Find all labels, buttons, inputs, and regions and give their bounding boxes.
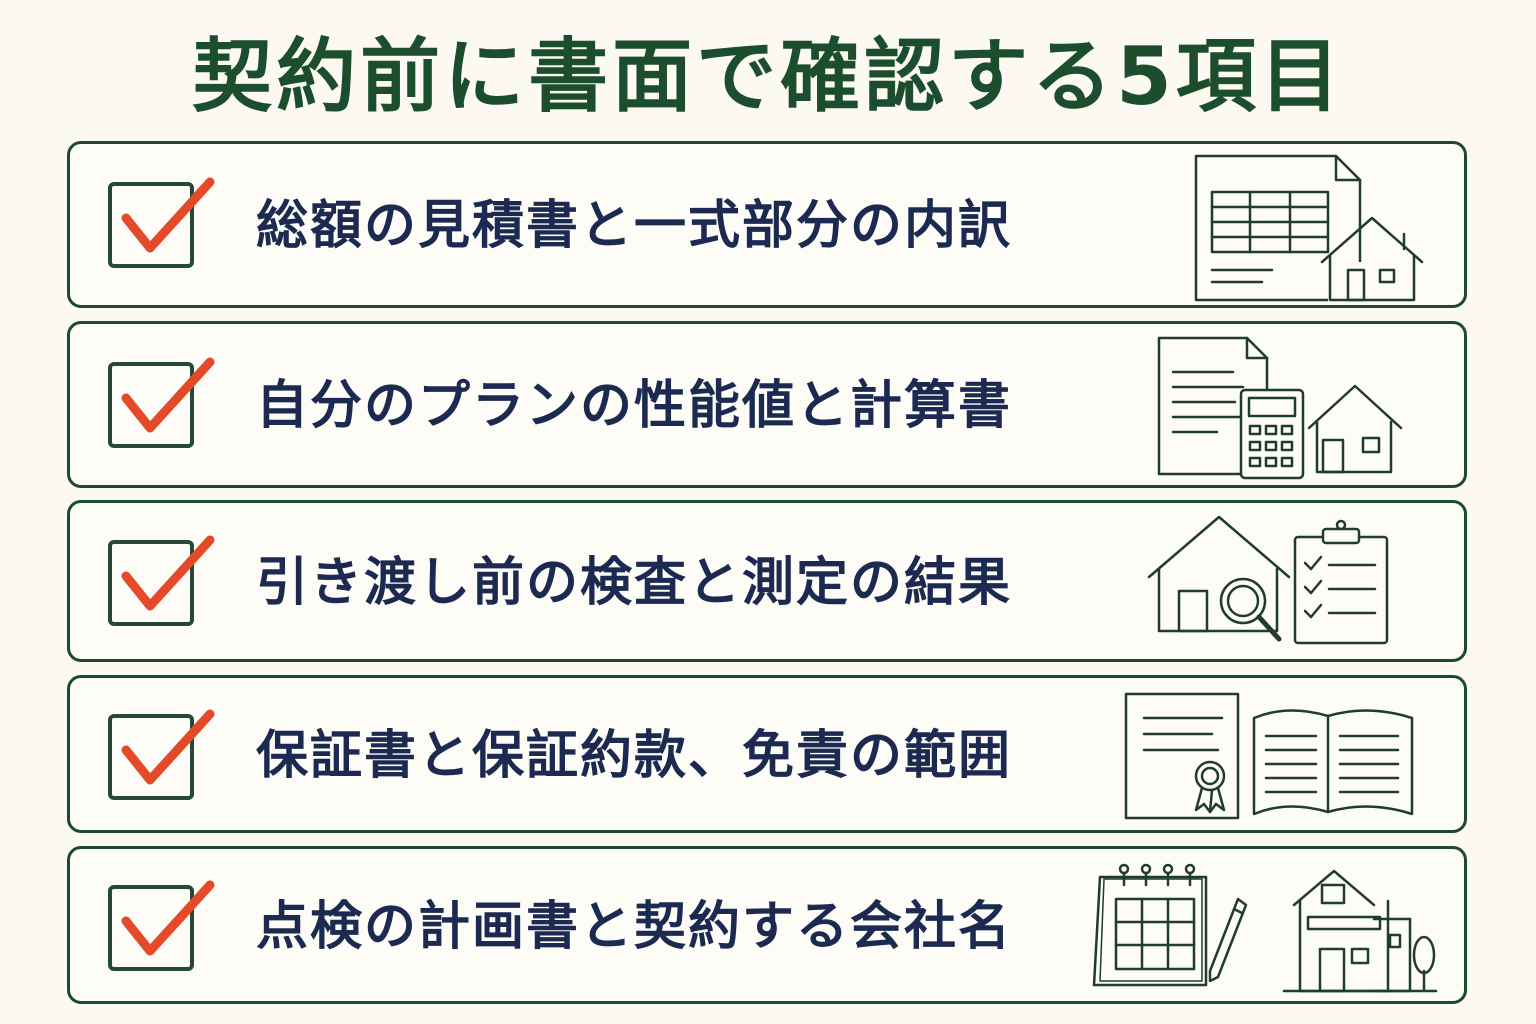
checklist-item-1: 総額の見積書と一式部分の内訳 [67, 141, 1467, 308]
certificate-open-book-icon [1122, 688, 1422, 828]
check-mark-icon [121, 177, 215, 253]
item-label: 点検の計画書と契約する会社名 [256, 897, 1013, 957]
house-inspection-checklist-icon [1145, 507, 1395, 657]
checkbox [108, 540, 194, 626]
item-label: 保証書と保証約款、免責の範囲 [256, 726, 1013, 786]
check-mark-icon [121, 880, 215, 956]
checkbox [108, 182, 194, 268]
checkbox [108, 362, 194, 448]
checkbox [108, 714, 194, 800]
item-label: 総額の見積書と一式部分の内訳 [256, 196, 1013, 256]
checklist-item-2: 自分のプランの性能値と計算書 [67, 321, 1467, 488]
check-mark-icon [121, 535, 215, 611]
checklist-item-4: 保証書と保証約款、免責の範囲 [67, 675, 1467, 833]
page-title: 契約前に書面で確認する5項目 [192, 30, 1344, 123]
item-label: 自分のプランの性能値と計算書 [256, 376, 1013, 436]
estimate-document-house-icon [1190, 152, 1440, 302]
item-label: 引き渡し前の検査と測定の結果 [256, 553, 1013, 613]
check-mark-icon [121, 357, 215, 433]
check-mark-icon [121, 709, 215, 785]
checkbox [108, 885, 194, 971]
checklist-item-3: 引き渡し前の検査と測定の結果 [67, 500, 1467, 662]
document-calculator-house-icon [1155, 332, 1405, 482]
checklist-item-5: 点検の計画書と契約する会社名 [67, 846, 1467, 1004]
calendar-pen-company-building-icon [1090, 855, 1440, 995]
